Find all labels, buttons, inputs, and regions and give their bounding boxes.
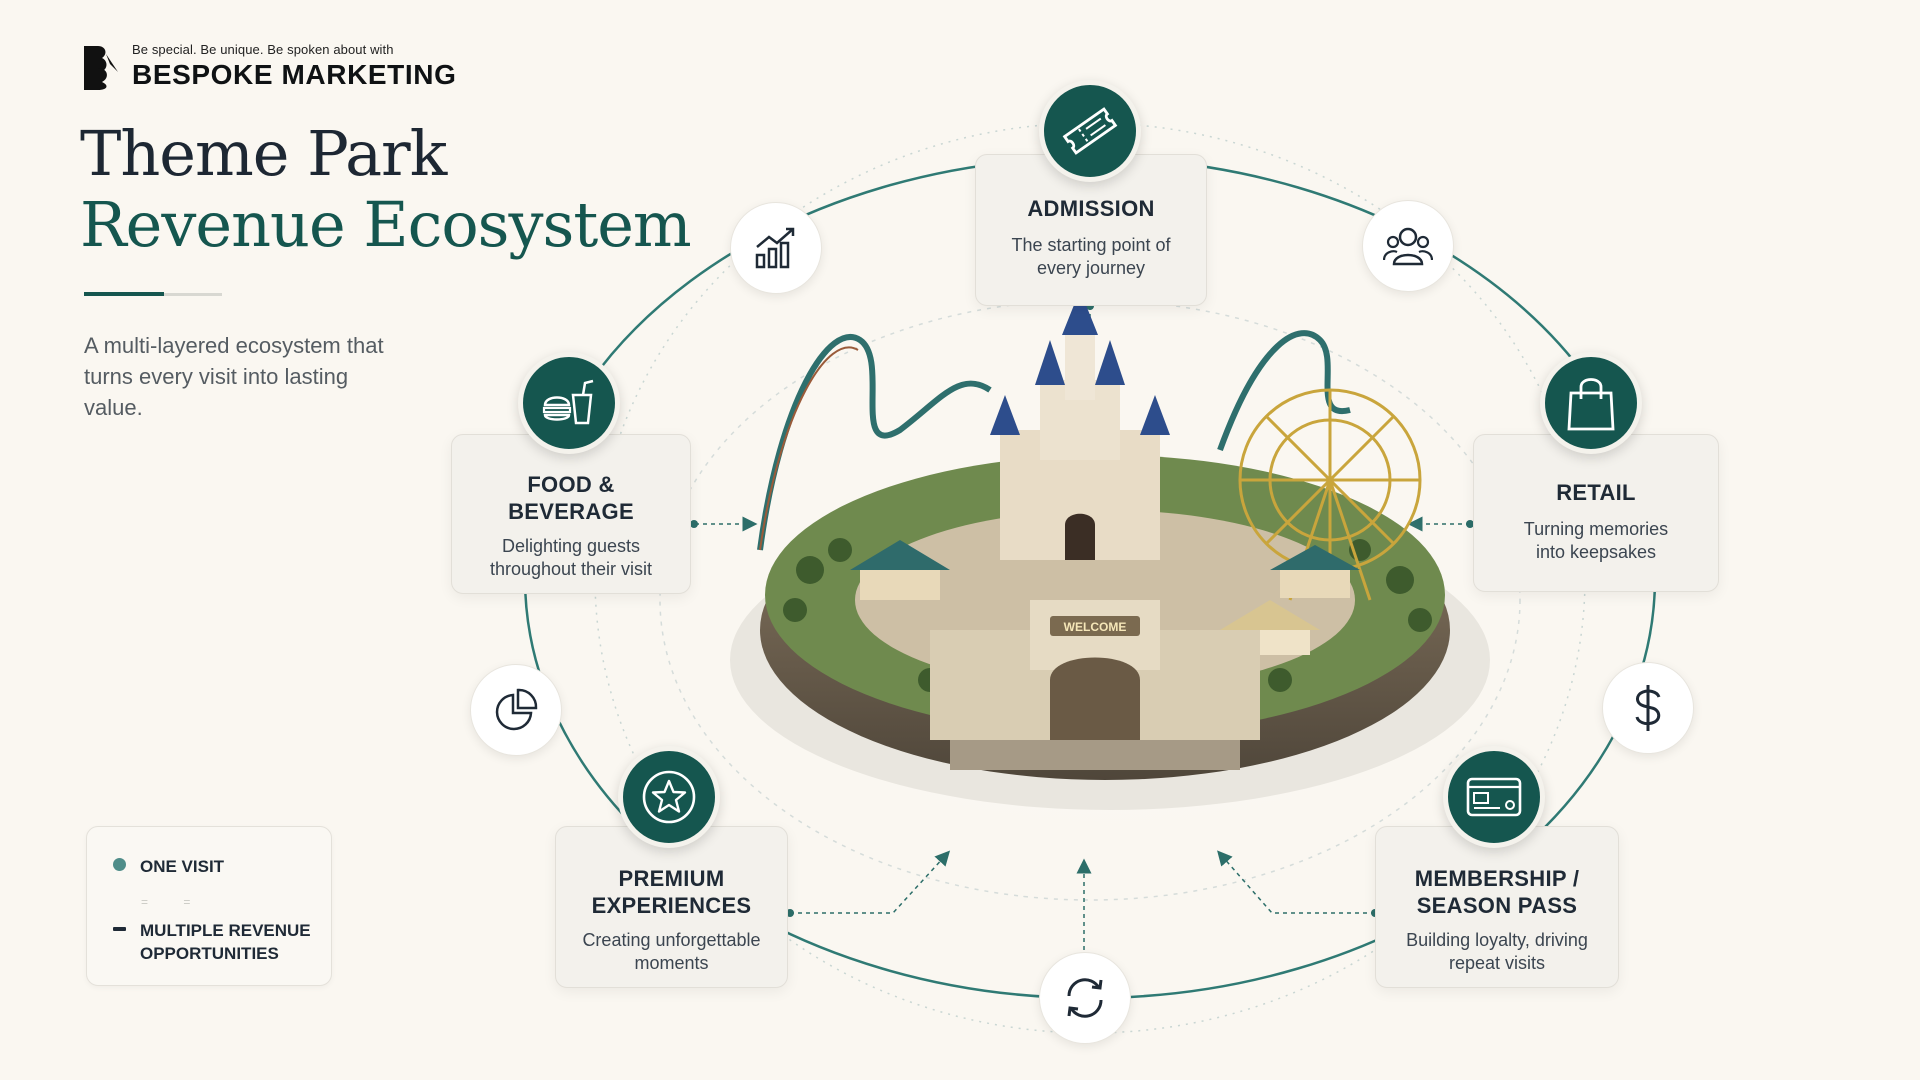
- connector-premium: [790, 850, 951, 914]
- premium-card: PREMIUM EXPERIENCES Creating unforgettab…: [555, 826, 788, 988]
- burger-drink-icon: [542, 379, 594, 425]
- people-icon: [1383, 227, 1433, 266]
- legend-item-one-visit: ONE VISIT: [113, 855, 224, 878]
- premium-title: PREMIUM EXPERIENCES: [591, 866, 752, 918]
- membership-card: MEMBERSHIP / SEASON PASS Building loyalt…: [1375, 826, 1619, 988]
- pie-chart-icon: [495, 688, 538, 731]
- shopping-bag-icon: [1567, 378, 1615, 431]
- admission-desc: The starting point of every journey: [1011, 235, 1171, 278]
- growth-chart-circle: [730, 202, 822, 294]
- admission-badge: [1039, 80, 1141, 182]
- castle-icon: [990, 300, 1170, 560]
- food-desc: Delighting guests throughout their visit: [489, 536, 653, 579]
- page-subtitle: A multi-layered ecosystem that turns eve…: [84, 333, 384, 420]
- roller-coaster-left-icon: [757, 334, 992, 551]
- star-badge-icon: [642, 770, 696, 824]
- membership-desc: Building loyalty, driving repeat visits: [1406, 930, 1588, 973]
- legend-box: ONE VISIT = = MULTIPLE REVENUE OPPORTUNI…: [86, 826, 332, 986]
- park-welcome-sign: WELCOME: [1064, 620, 1127, 634]
- premium-badge: [618, 746, 720, 848]
- connector-dot-retail: [1466, 520, 1474, 528]
- growth-chart-icon: [755, 227, 795, 269]
- retail-title: RETAIL: [1556, 480, 1636, 505]
- refresh-cycle-icon: [1067, 978, 1103, 1018]
- people-circle: [1362, 200, 1454, 292]
- legend-separator: = =: [141, 895, 207, 909]
- connector-dot-premium: [786, 909, 794, 917]
- page-title: Theme Park Revenue Ecosystem: [80, 117, 692, 262]
- connector-membership: [1217, 850, 1375, 914]
- legend-label-one-visit: ONE VISIT: [140, 857, 225, 876]
- title-line-2: Revenue Ecosystem: [80, 188, 692, 262]
- brand-tagline: Be special. Be unique. Be spoken about w…: [132, 42, 394, 57]
- title-line-1: Theme Park: [80, 117, 447, 190]
- legend-dash-marker: [113, 927, 126, 931]
- theme-park-illustration: WELCOME: [700, 300, 1520, 830]
- brand-name: BESPOKE MARKETING: [132, 59, 457, 90]
- retail-badge: [1540, 352, 1642, 454]
- entrance-gate-icon: WELCOME: [930, 600, 1260, 770]
- title-divider-accent: [84, 292, 164, 296]
- membership-card-icon: [1466, 777, 1522, 817]
- food-badge: [518, 352, 620, 454]
- bespoke-logo-icon: [84, 45, 118, 90]
- refresh-cycle-circle: [1039, 952, 1131, 1044]
- admission-title: ADMISSION: [1027, 196, 1155, 221]
- legend-item-revenue: MULTIPLE REVENUE OPPORTUNITIES: [113, 919, 320, 965]
- ticket-icon: [1062, 107, 1118, 155]
- carousel-icon: [850, 540, 1360, 655]
- food-card: FOOD & BEVERAGE Delighting guests throug…: [451, 434, 691, 594]
- brand-logo: Be special. Be unique. Be spoken about w…: [82, 42, 456, 91]
- dollar-circle: [1602, 662, 1694, 754]
- retail-card: RETAIL Turning memories into keepsakes: [1473, 434, 1719, 592]
- food-title: FOOD & BEVERAGE: [508, 472, 634, 524]
- retail-desc: Turning memories into keepsakes: [1523, 519, 1669, 562]
- connector-dot-food: [690, 520, 698, 528]
- premium-desc: Creating unforgettable moments: [582, 930, 761, 973]
- dollar-icon: [1635, 685, 1661, 731]
- membership-title: MEMBERSHIP / SEASON PASS: [1414, 866, 1580, 918]
- legend-dot-marker: [113, 858, 126, 871]
- membership-badge: [1443, 746, 1545, 848]
- pie-chart-circle: [470, 664, 562, 756]
- legend-label-revenue: MULTIPLE REVENUE OPPORTUNITIES: [140, 921, 311, 963]
